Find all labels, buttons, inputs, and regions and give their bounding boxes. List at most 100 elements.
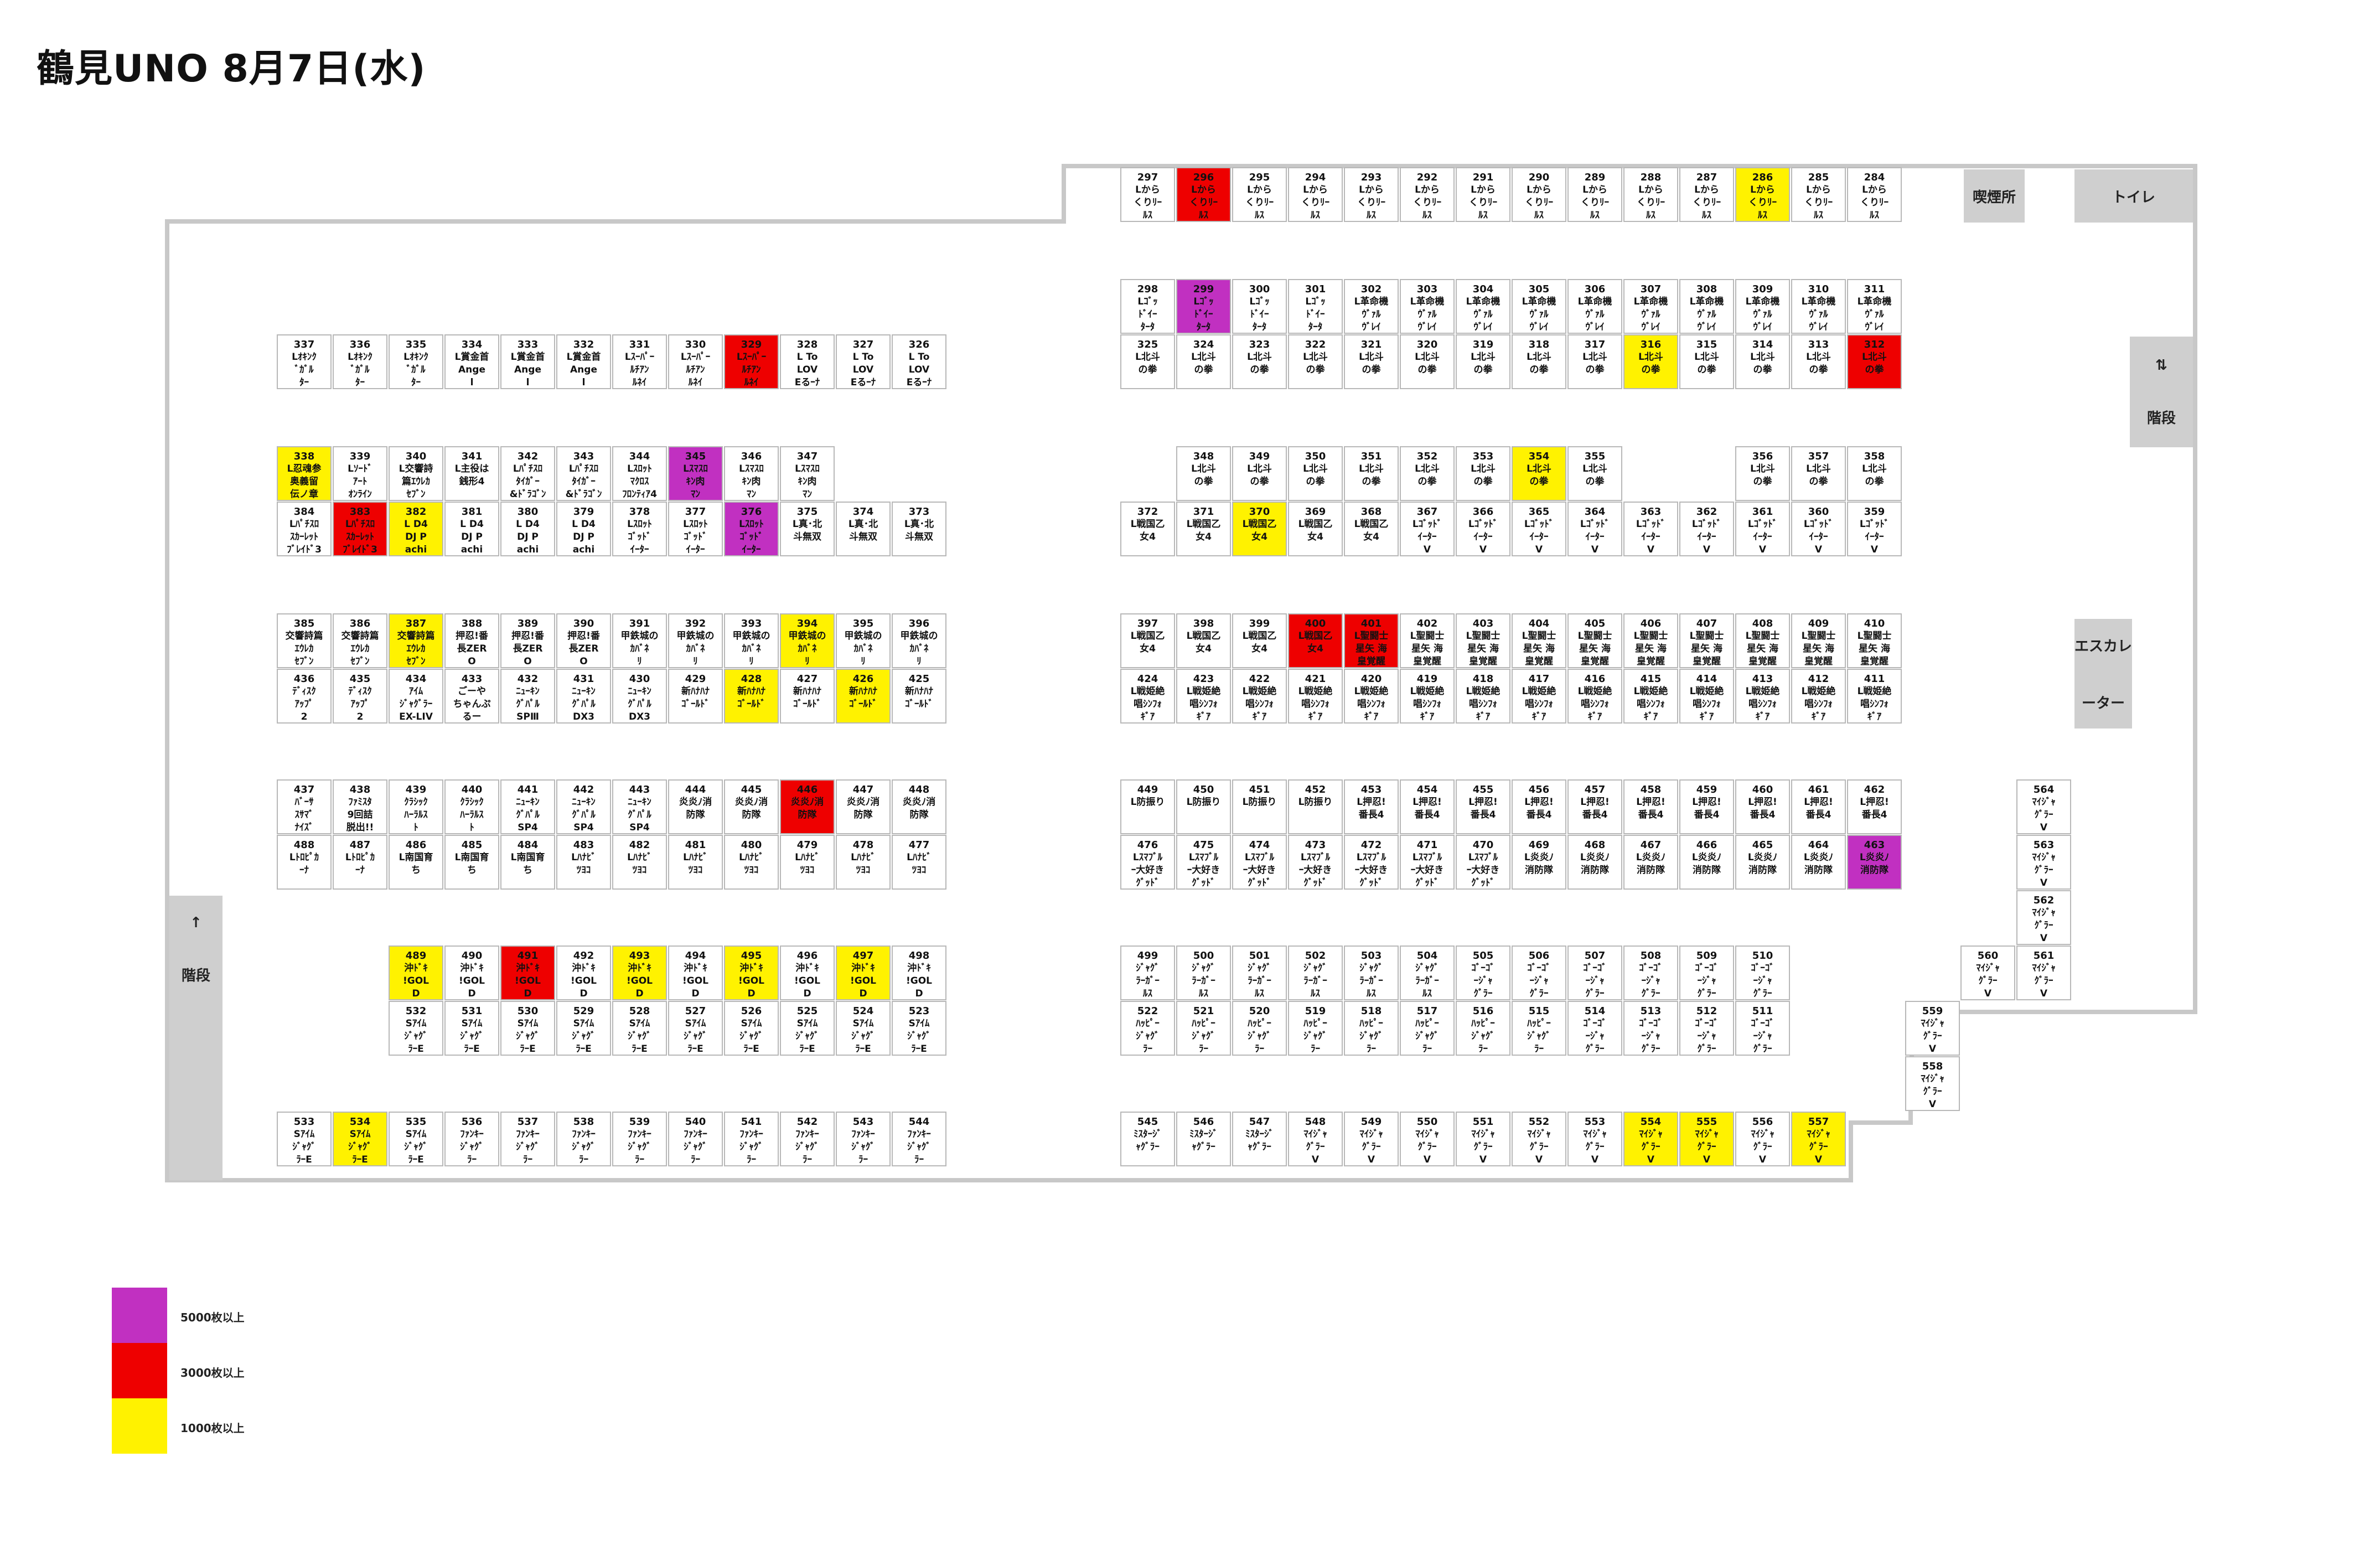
seat-number: 471 — [1416, 839, 1438, 851]
seat-number: 424 — [1137, 673, 1158, 685]
seat-number: 520 — [1249, 1005, 1270, 1017]
seat-machine-name: ｸﾞｯﾄﾞ — [1415, 877, 1439, 888]
seat-machine-name: L北斗 — [1582, 463, 1607, 474]
seat-number: 301 — [1305, 283, 1326, 295]
seat-machine-name: ｸﾞﾗｰ — [1641, 1141, 1660, 1153]
seat-machine-name: ﾏﾝ — [747, 489, 756, 500]
seat-number: 422 — [1249, 673, 1270, 685]
seat-number: 352 — [1416, 451, 1438, 462]
seat-number: 553 — [1584, 1116, 1606, 1128]
seat-machine-name: ｺﾞｯﾄﾞ — [739, 531, 763, 542]
seat-machine-name: 皇覚醒 — [1581, 656, 1609, 667]
seat-machine-name: くりﾘｰ — [1357, 197, 1385, 208]
seat-machine-name: Lﾊﾅﾋﾞ — [907, 852, 932, 863]
seat-machine-name: 唱ｼﾝﾌｫ — [1301, 699, 1329, 710]
seat-machine-name: V — [1758, 1154, 1767, 1165]
seat-machine-name: ﾗｰｶﾞｰ — [1248, 975, 1271, 986]
seat-number: 400 — [1305, 618, 1326, 629]
seat-machine-name: ｺﾞｰｺﾞ — [1695, 963, 1719, 974]
seat-machine-name: ｳﾞｧﾙ — [1809, 309, 1828, 320]
seat-machine-name: Lから — [1527, 184, 1551, 195]
seat-machine-name: V — [1423, 544, 1431, 555]
seat-machine-name: ｰ大好き — [1410, 865, 1444, 876]
seat-machine-name: ｸﾞﾗｰ — [1585, 1043, 1605, 1055]
seat-machine-name: !GOL — [794, 975, 820, 986]
seat-number: 314 — [1752, 339, 1773, 350]
seat-machine-name: ｶﾊﾞﾈ — [630, 643, 649, 654]
seat-number: 305 — [1528, 283, 1550, 295]
seat-machine-name: ﾙｽ — [1255, 988, 1264, 999]
seat-machine-name: ｺﾞｰﾙﾄﾞ — [681, 699, 710, 710]
seat-machine-name: ｴｳﾚｶ — [406, 643, 426, 654]
seat-machine-name: Lﾊﾟﾁｽﾛ — [289, 519, 319, 530]
seat-machine-name: 交響詩篇 — [285, 631, 323, 642]
seat-number: 432 — [517, 673, 539, 685]
seat-number: 334 — [461, 339, 483, 350]
seat-number: 306 — [1584, 283, 1606, 295]
seat-machine-name: L戦国乙 — [1242, 631, 1277, 642]
seat-machine-name: 星矢 海 — [1355, 643, 1387, 654]
seat-machine-name: D — [859, 988, 867, 999]
seat-machine-name: Sｱｲﾑ — [293, 1129, 315, 1140]
seat-machine-name: ｼﾞｬｸﾞ — [1415, 1031, 1439, 1042]
seat-number: 429 — [685, 673, 706, 685]
seat-number: 418 — [1472, 673, 1494, 685]
seat-machine-name: ﾞｶﾞﾙ — [406, 364, 426, 375]
seat-machine-name: ﾞｶﾞﾙ — [350, 364, 370, 375]
seat-number: 523 — [908, 1005, 930, 1017]
seat-machine-name: ｼﾞｬｸﾞ — [628, 1031, 651, 1042]
seat-machine-name: ｼﾞｬｸﾞ — [795, 1031, 819, 1042]
seat-number: 350 — [1305, 451, 1326, 462]
seat-machine-name: ﾂﾖｺ — [576, 865, 591, 876]
seat-machine-name: ﾊｰﾗﾙｽ — [404, 809, 428, 820]
seat-machine-name: ﾃﾞｨｽｸ — [348, 686, 372, 697]
seat-machine-name: V — [1928, 1099, 1937, 1110]
seat-machine-name: ｼﾞｬｸﾞ — [684, 1031, 707, 1042]
seat-machine-name: ｺﾞｰﾙﾄﾞ — [737, 699, 765, 710]
seat-machine-name: 防隊 — [798, 809, 817, 820]
seat-machine-name: 番長4 — [1470, 809, 1496, 820]
seat-number: 335 — [405, 339, 427, 350]
seat-machine-name: L戦姫絶 — [1689, 686, 1724, 697]
seat-machine-name: V — [1647, 544, 1655, 555]
seat-number: 423 — [1193, 673, 1214, 685]
seat-machine-name: ｶﾊﾞﾈ — [742, 643, 761, 654]
seat-machine-name: L北斗 — [1135, 352, 1160, 363]
seat-number: 464 — [1808, 839, 1829, 851]
seat-machine-name: 唱ｼﾝﾌｫ — [1245, 699, 1274, 710]
seat-machine-name: の拳 — [1306, 364, 1325, 375]
seat-number: 388 — [461, 618, 483, 629]
seat-machine-name: ﾊｯﾋﾟｰ — [1359, 1018, 1383, 1029]
seat-machine-name: L北斗 — [1415, 463, 1440, 474]
seat-machine-name: ｲｰﾀｰ — [1697, 531, 1716, 542]
seat-number: 347 — [796, 451, 818, 462]
seat-machine-name: L北斗 — [1471, 463, 1496, 474]
seat-number: 478 — [852, 839, 874, 851]
seat-machine-name: 唱ｼﾝﾌｫ — [1134, 699, 1162, 710]
legend-swatch-purple — [112, 1288, 167, 1343]
smoking-area: 喫煙所 — [1964, 169, 2025, 223]
seat-machine-name: Lｺﾞｯﾄﾞ — [1524, 519, 1554, 530]
seat-machine-name: ﾙｽ — [1702, 210, 1711, 221]
seat-machine-name: ｼﾞｬｸﾞ — [348, 1141, 372, 1153]
seat-number: 487 — [349, 839, 371, 851]
stairs-right: ⇅ 階段 — [2130, 337, 2193, 447]
seat-machine-name: 新ﾊﾅﾊﾅ — [849, 686, 877, 697]
